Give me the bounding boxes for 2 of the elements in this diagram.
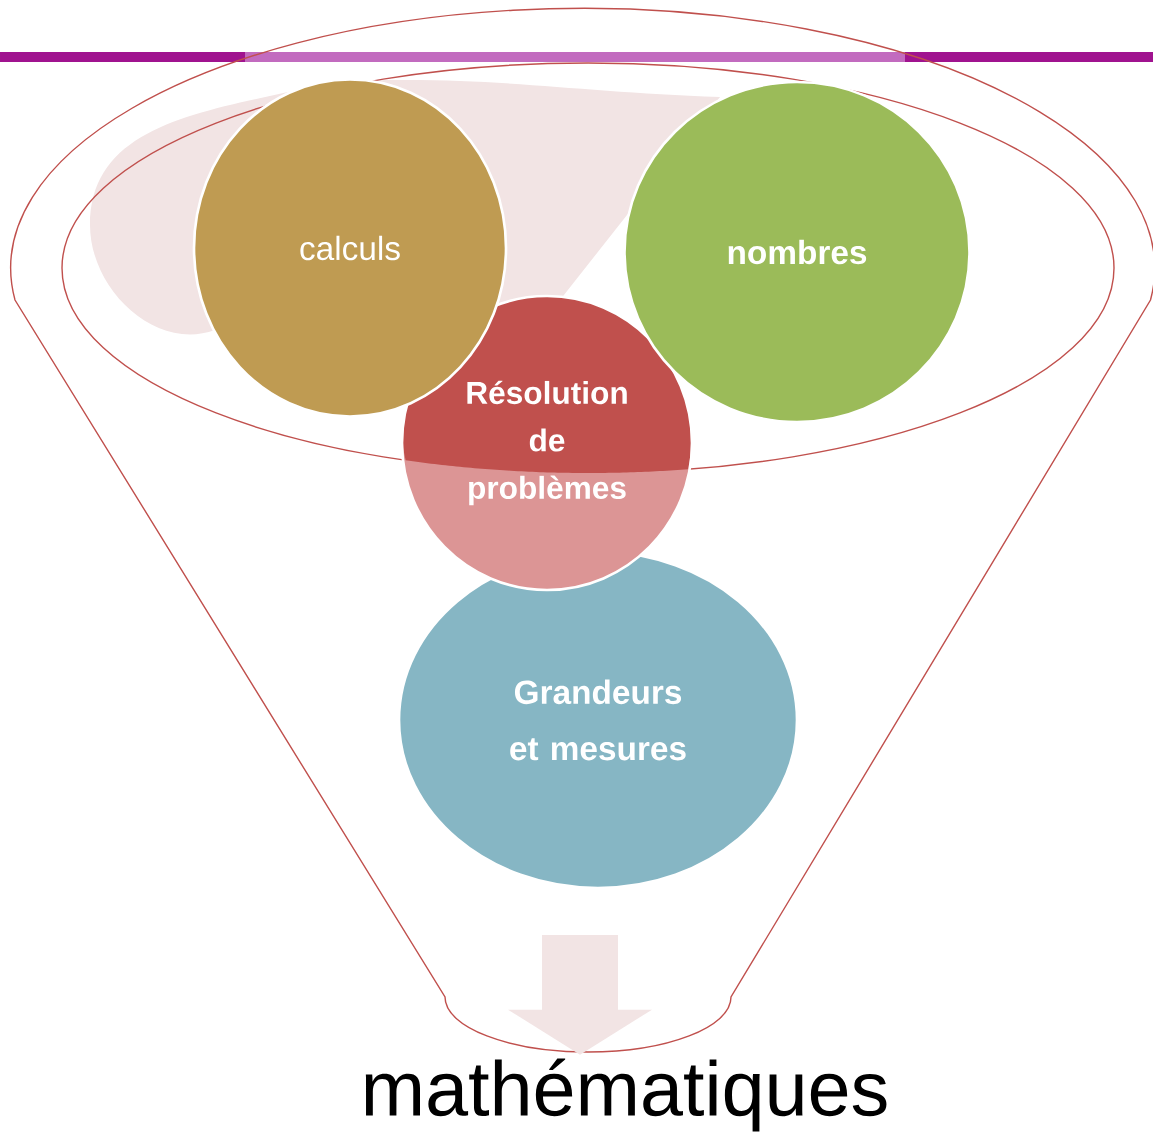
result-label: mathématiques [365, 1058, 887, 1132]
down-arrow [508, 935, 652, 1055]
